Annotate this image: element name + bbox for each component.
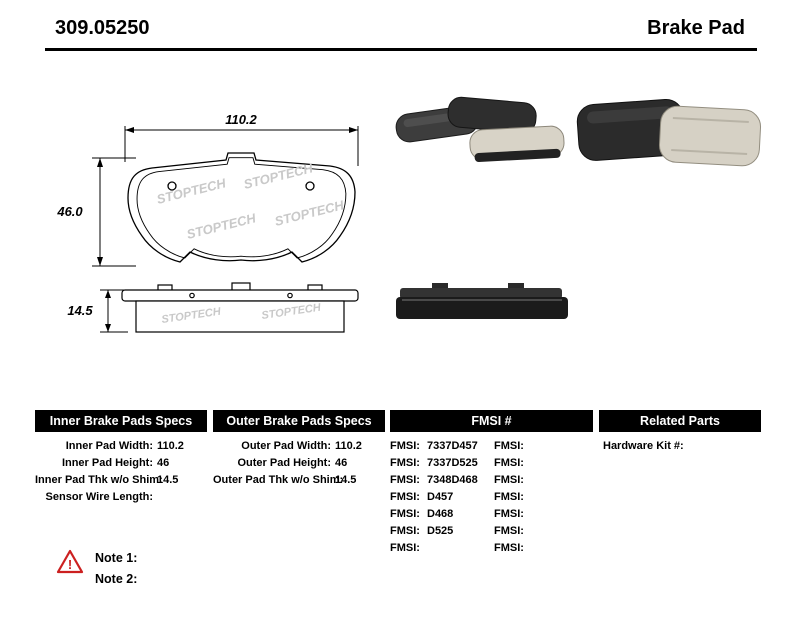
spec-label: Outer Pad Height: [237, 457, 331, 469]
fmsi-label: FMSI: [390, 508, 420, 520]
spec-value: 14.5 [157, 474, 179, 486]
width-dimension-label: 110.2 [225, 112, 257, 127]
fmsi-label: FMSI: [494, 457, 524, 469]
fmsi-label: FMSI: [494, 542, 524, 554]
fmsi-label: FMSI: [494, 525, 524, 537]
inner-specs-table: Inner Pad Width: 110.2 Inner Pad Height:… [35, 438, 207, 506]
thickness-dimension [100, 289, 128, 333]
related-parts-table: Hardware Kit #: [599, 438, 761, 455]
spec-value: 110.2 [335, 440, 362, 452]
product-photo-pads-left [395, 96, 565, 162]
front-view-drawing [127, 152, 356, 263]
spec-value: 46 [335, 457, 348, 469]
fmsi-label: FMSI: [494, 508, 524, 520]
spec-label: Outer Pad Width: [241, 440, 331, 452]
fmsi-value: D457 [427, 491, 454, 503]
note-1-label: Note 1: [95, 551, 138, 565]
spec-label: Outer Pad Thk w/o Shim: [213, 474, 344, 486]
stoptech-watermark: STOPTECH STOPTECH STOPTECH STOPTECH [155, 160, 346, 242]
side-view-drawing [121, 282, 359, 333]
fmsi-value: 7337D457 [427, 440, 478, 452]
thickness-dimension-label: 14.5 [67, 303, 93, 318]
fmsi-value [531, 540, 593, 557]
spec-value: 110.2 [157, 440, 184, 452]
spec-label: Inner Pad Thk w/o Shim: [35, 474, 163, 486]
spec-label: Inner Pad Width: [65, 440, 153, 452]
fmsi-value [531, 489, 593, 506]
fmsi-value: D525 [427, 525, 454, 537]
fmsi-label: FMSI: [494, 491, 524, 503]
fmsi-value [531, 506, 593, 523]
outer-specs-header: Outer Brake Pads Specs [213, 410, 385, 432]
fmsi-value: 7348D468 [427, 474, 478, 486]
table-row: Outer Pad Thk w/o Shim: 14.5 [213, 472, 385, 489]
table-row: Inner Pad Thk w/o Shim: 14.5 [35, 472, 207, 489]
product-photo-pads-right [576, 98, 762, 167]
fmsi-label: FMSI: [390, 525, 420, 537]
table-row: FMSI: 7348D468 FMSI: [390, 472, 593, 489]
table-row: Outer Pad Height: 46 [213, 455, 385, 472]
table-row: Inner Pad Height: 46 [35, 455, 207, 472]
watermark-text: STOPTECH [273, 197, 346, 229]
table-row: Outer Pad Width: 110.2 [213, 438, 385, 455]
warning-triangle-icon: ! [56, 549, 84, 574]
watermark-text: STOPTECH [185, 210, 258, 242]
spec-label: Sensor Wire Length: [45, 491, 153, 503]
height-dimension-label: 46.0 [56, 204, 83, 219]
fmsi-label: FMSI: [494, 474, 524, 486]
watermark-text: STOPTECH [155, 175, 228, 207]
spec-value: 14.5 [335, 474, 357, 486]
fmsi-value [427, 540, 494, 557]
fmsi-label: FMSI: [390, 440, 420, 452]
fmsi-label: FMSI: [390, 542, 420, 554]
table-row: FMSI: D468 FMSI: [390, 506, 593, 523]
outer-specs-table: Outer Pad Width: 110.2 Outer Pad Height:… [213, 438, 385, 489]
inner-specs-header: Inner Brake Pads Specs [35, 410, 207, 432]
fmsi-value: D468 [427, 508, 454, 520]
watermark-text: STOPTECH [242, 160, 315, 192]
product-type-title: Brake Pad [647, 17, 745, 39]
fmsi-label: FMSI: [390, 457, 420, 469]
spec-value: 46 [157, 457, 170, 469]
height-dimension [92, 157, 136, 267]
technical-drawing-and-photos: STOPTECH STOPTECH STOPTECH STOPTECH 110.… [56, 96, 762, 333]
fmsi-value: 7337D525 [427, 457, 478, 469]
related-parts-header: Related Parts [599, 410, 761, 432]
table-row: Sensor Wire Length: [35, 489, 207, 506]
fmsi-label: FMSI: [390, 491, 420, 503]
header-divider [45, 48, 757, 51]
table-row: FMSI: 7337D525 FMSI: [390, 455, 593, 472]
table-row: Hardware Kit #: [599, 438, 761, 455]
product-photo-side [396, 283, 568, 319]
fmsi-value [531, 523, 593, 540]
table-row: FMSI: 7337D457 FMSI: [390, 438, 593, 455]
fmsi-table: FMSI: 7337D457 FMSI: FMSI: 7337D525 FMSI… [390, 438, 593, 557]
table-row: Inner Pad Width: 110.2 [35, 438, 207, 455]
note-2-label: Note 2: [95, 572, 138, 586]
related-part-label: Hardware Kit #: [603, 440, 684, 452]
part-number: 309.05250 [55, 17, 150, 39]
fmsi-label: FMSI: [494, 440, 524, 452]
fmsi-value [531, 455, 593, 472]
fmsi-value [531, 438, 593, 455]
fmsi-header: FMSI # [390, 410, 593, 432]
table-row: FMSI: FMSI: [390, 540, 593, 557]
table-row: FMSI: D457 FMSI: [390, 489, 593, 506]
fmsi-value [531, 472, 593, 489]
spec-label: Inner Pad Height: [61, 457, 153, 469]
width-dimension [124, 126, 359, 166]
svg-text:!: ! [68, 557, 72, 572]
table-row: FMSI: D525 FMSI: [390, 523, 593, 540]
fmsi-label: FMSI: [390, 474, 420, 486]
